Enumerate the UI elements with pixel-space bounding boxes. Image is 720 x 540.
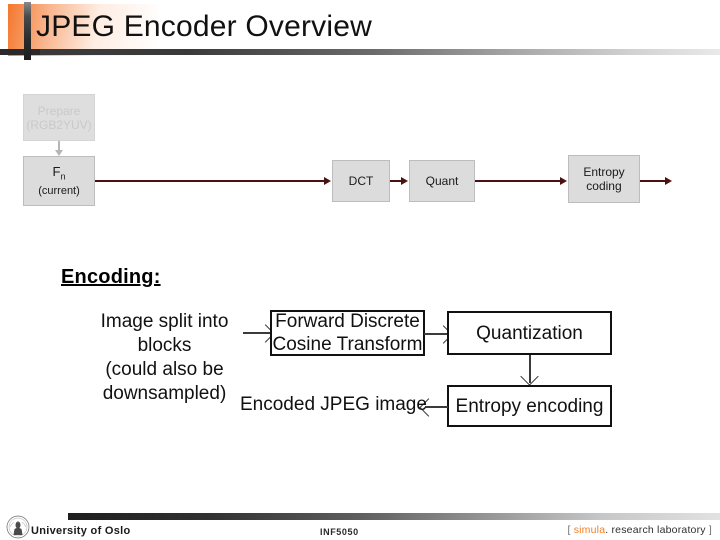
- flow-label-image-split: Image split into blocks (could also be d…: [72, 310, 257, 406]
- pipeline-box-frame-caption: (current): [38, 184, 80, 197]
- pipeline-box-entropy-coding-line1: Entropy: [583, 165, 625, 179]
- flow-arrow-fdct-to-quantization: [424, 333, 449, 335]
- footer-university-name: University of Oslo: [31, 525, 131, 537]
- flow-arrow-entropy-to-output: [425, 406, 448, 408]
- pipeline-arrow-entropy-output: [640, 180, 668, 182]
- simula-logo-dot: .: [605, 524, 609, 536]
- simula-logo: [ simula. research laboratory ]: [567, 524, 712, 536]
- pipeline-box-quant: Quant: [409, 160, 475, 202]
- simula-logo-open-bracket: [: [567, 524, 571, 536]
- simula-logo-rest: research laboratory: [611, 524, 706, 536]
- pipeline-arrow-quant-to-entropy: [475, 180, 561, 182]
- pipeline-box-prepare-line2: (RGB2YUV): [26, 117, 92, 132]
- simula-logo-brand: simula: [573, 524, 606, 536]
- page-title: JPEG Encoder Overview: [36, 10, 372, 43]
- flow-box-quantization-label: Quantization: [476, 322, 583, 344]
- pipeline-box-dct: DCT: [332, 160, 390, 202]
- pipeline-box-frame-symbol: Fn: [52, 164, 66, 182]
- pipeline-arrow-frame-to-dct-head: [324, 177, 331, 185]
- encoding-section-heading: Encoding:: [61, 266, 161, 288]
- footer-course-code: INF5050: [320, 527, 359, 537]
- title-vertical-accent-bar: [24, 2, 31, 60]
- title-divider-bar-left-cap: [0, 49, 40, 55]
- flow-box-forward-dct: Forward Discrete Cosine Transform: [270, 310, 425, 356]
- pipeline-box-prepare: Prepare (RGB2YUV): [23, 94, 95, 141]
- university-seal-icon: [6, 515, 30, 539]
- flow-arrow-quantization-to-entropy: [529, 355, 531, 383]
- flow-label-image-split-line2: (could also be: [105, 359, 224, 380]
- pipeline-box-entropy-coding: Entropy coding: [568, 155, 640, 203]
- pipeline-arrow-dct-to-quant-head: [401, 177, 408, 185]
- pipeline-arrow-frame-to-dct: [95, 180, 325, 182]
- pipeline-box-prepare-line1: Prepare: [37, 103, 81, 118]
- flow-label-image-split-line1: Image split into blocks: [100, 311, 229, 356]
- pipeline-box-frame: Fn (current): [23, 156, 95, 206]
- flow-box-entropy-encoding: Entropy encoding: [447, 385, 612, 427]
- footer-divider-bar: [68, 513, 720, 520]
- flow-arrow-quantization-to-entropy-head: [520, 367, 539, 386]
- flow-label-image-split-line3: downsampled): [102, 383, 227, 404]
- title-accent-glow: [8, 4, 158, 56]
- flow-box-forward-dct-line2: Cosine Transform: [272, 334, 423, 355]
- pipeline-connector-prepare-to-frame: [58, 141, 60, 152]
- pipeline-box-quant-label: Quant: [425, 174, 459, 188]
- pipeline-arrow-quant-to-entropy-head: [560, 177, 567, 185]
- flow-box-forward-dct-line1: Forward Discrete: [275, 311, 420, 332]
- pipeline-arrow-entropy-output-head: [665, 177, 672, 185]
- pipeline-box-dct-label: DCT: [348, 174, 374, 188]
- pipeline-box-entropy-coding-line2: coding: [586, 179, 622, 193]
- pipeline-arrow-dct-to-quant: [390, 180, 402, 182]
- flow-arrow-split-to-fdct: [243, 332, 273, 334]
- simula-logo-close-bracket: ]: [708, 524, 712, 536]
- title-divider-bar: [0, 49, 720, 55]
- slide-title-area: JPEG Encoder Overview: [0, 0, 720, 62]
- flow-label-encoded-jpeg-image: Encoded JPEG image: [240, 394, 427, 415]
- pipeline-connector-prepare-to-frame-arrowhead: [55, 150, 63, 156]
- flow-box-quantization: Quantization: [447, 311, 612, 355]
- flow-box-entropy-encoding-label: Entropy encoding: [455, 395, 604, 417]
